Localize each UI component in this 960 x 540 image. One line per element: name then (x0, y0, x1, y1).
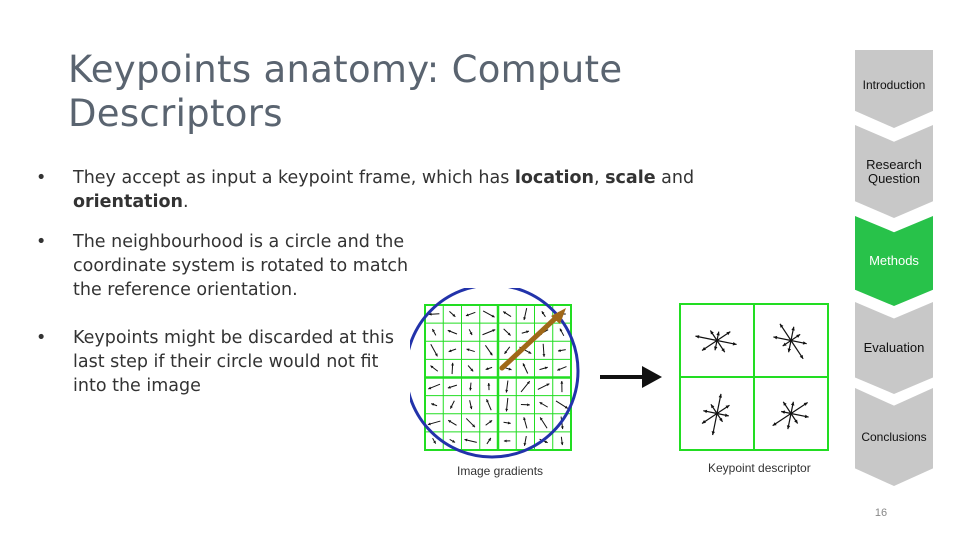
nav-label: Methods (869, 253, 919, 268)
orientation-arrow (499, 311, 563, 371)
nav-label: Evaluation (863, 340, 925, 355)
bullet-text-3: Keypoints might be discarded at this las… (73, 328, 394, 396)
nav-label: Conclusions (861, 430, 927, 444)
keypoint-descriptor-grid (679, 303, 829, 451)
figure-graphic (404, 283, 829, 459)
nav-item-research-question[interactable]: Research Question (855, 125, 933, 218)
page-number: 16 (874, 507, 888, 519)
nav-item-methods[interactable]: Methods (855, 216, 933, 306)
nav-item-conclusions[interactable]: Conclusions (855, 388, 933, 486)
orientation-arrowhead (551, 308, 566, 324)
image-gradients-grid (424, 304, 572, 451)
bullet-text-1: They accept as input a keypoint frame, w… (73, 168, 695, 212)
bullet-dot: • (36, 232, 47, 252)
slide-title: Keypoints anatomy: Compute Descriptors (68, 48, 708, 136)
nav-label: Introduction (862, 78, 926, 92)
nav-label: Research Question (866, 156, 922, 186)
sift-descriptor-figure: Image gradients Keypoint descriptor (404, 283, 830, 483)
nav-item-introduction[interactable]: Introduction (855, 50, 933, 128)
title-line-1: Keypoints anatomy: Compute (68, 48, 623, 91)
bullet-dot: • (36, 168, 47, 188)
bold-word-location: location (514, 168, 594, 188)
bold-word-orientation: orientation (73, 192, 183, 212)
bold-word-scale: scale (605, 168, 656, 188)
bullet-text-2: The neighbourhood is a circle and the co… (73, 232, 409, 300)
bullet-item-2: • The neighbourhood is a circle and the … (36, 230, 416, 302)
bullet-item-3: • Keypoints might be discarded at this l… (36, 326, 416, 398)
bullet-item-1: • They accept as input a keypoint frame,… (36, 166, 736, 214)
title-line-2: Descriptors (68, 92, 283, 135)
bullet-dot: • (36, 328, 47, 348)
nav-item-evaluation[interactable]: Evaluation (855, 302, 933, 394)
transform-arrowhead (642, 366, 662, 388)
caption-keypoint-descriptor: Keypoint descriptor (708, 461, 811, 475)
caption-image-gradients: Image gradients (457, 464, 544, 478)
gradient-arrows (427, 307, 569, 446)
descriptor-histograms (695, 323, 809, 436)
